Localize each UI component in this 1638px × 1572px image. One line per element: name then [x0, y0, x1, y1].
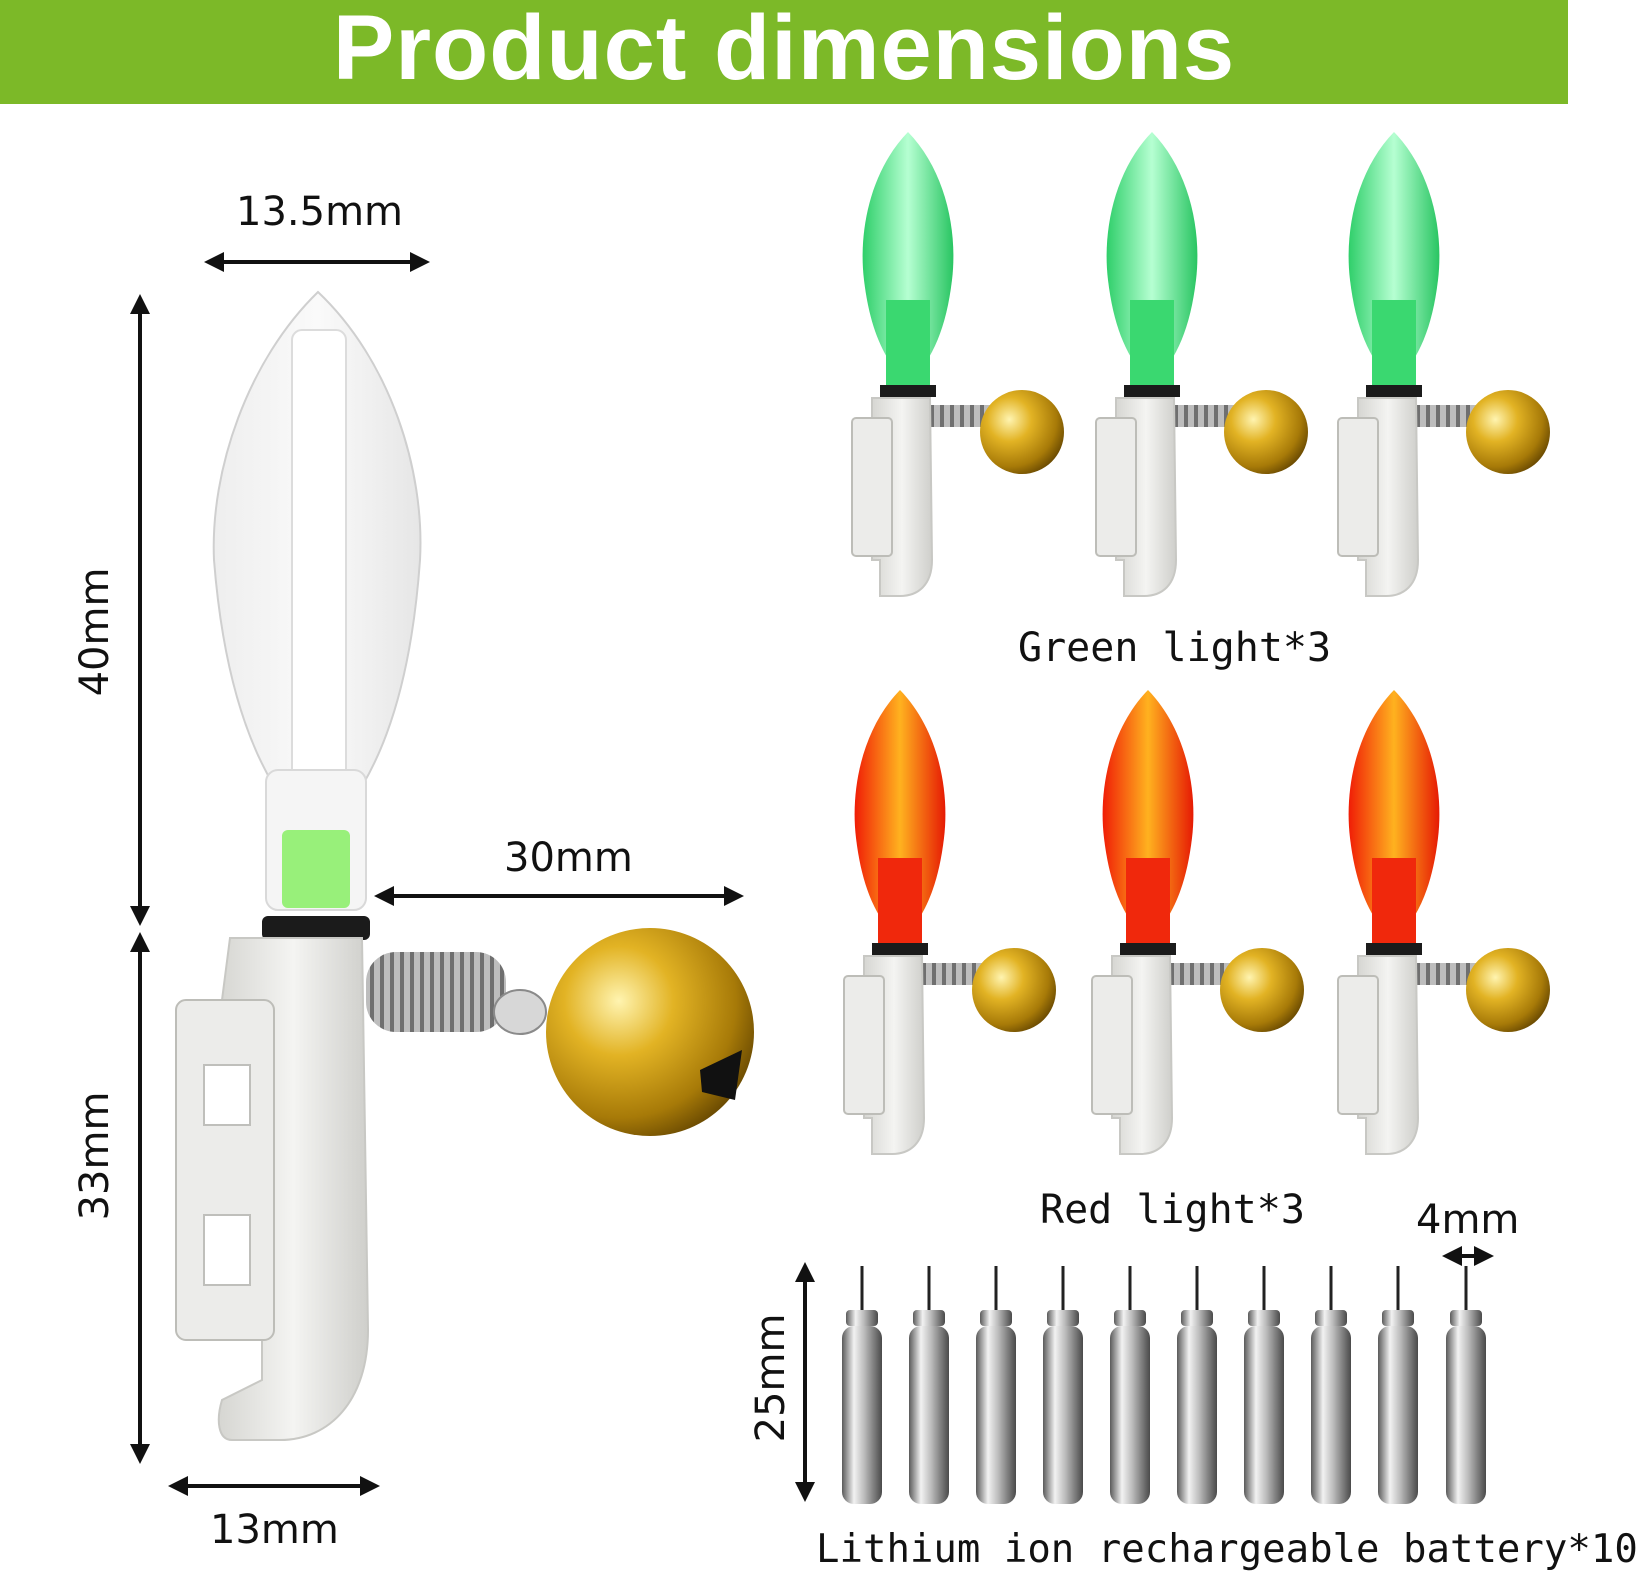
battery-8 [1311, 1266, 1351, 1504]
dim-upper-height: 40mm [72, 567, 118, 697]
battery-1 [842, 1266, 882, 1504]
battery-6 [1177, 1266, 1217, 1504]
red-alarm-1 [843, 690, 1056, 1155]
red-alarm-2 [1091, 690, 1304, 1155]
page-title: Product dimensions [332, 0, 1236, 99]
green-alarm-2 [1095, 132, 1308, 597]
battery-9 [1378, 1266, 1418, 1504]
caption-battery: Lithium ion rechargeable battery*10 [816, 1527, 1638, 1572]
green-alarm-3 [1337, 132, 1550, 597]
dim-battery-length: 25mm [748, 1313, 794, 1443]
battery-3 [976, 1266, 1016, 1504]
main-green-led [282, 830, 350, 908]
dim-spring-length: 30mm [504, 835, 633, 881]
battery-10 [1446, 1266, 1486, 1504]
dim-base-width: 13mm [210, 1507, 339, 1553]
battery-5 [1110, 1266, 1150, 1504]
dim-battery-diameter: 4mm [1416, 1197, 1520, 1243]
header-banner: Product dimensions [0, 0, 1568, 104]
red-alarm-3 [1337, 690, 1550, 1155]
dimension-arrows [130, 252, 1494, 1502]
product-illustration [130, 132, 1550, 1504]
dim-body-height: 33mm [72, 1091, 118, 1221]
main-clip [175, 999, 275, 1341]
battery-2 [909, 1266, 949, 1504]
caption-red-light: Red light*3 [1040, 1187, 1305, 1233]
main-spring [366, 952, 506, 1032]
main-bell [546, 928, 754, 1136]
battery-row [842, 1266, 1486, 1504]
dim-tip-width: 13.5mm [236, 189, 403, 235]
main-bite-alarm [175, 290, 754, 1441]
caption-green-light: Green light*3 [1018, 625, 1332, 671]
green-alarm-1 [851, 132, 1064, 597]
battery-7 [1244, 1266, 1284, 1504]
battery-4 [1043, 1266, 1083, 1504]
